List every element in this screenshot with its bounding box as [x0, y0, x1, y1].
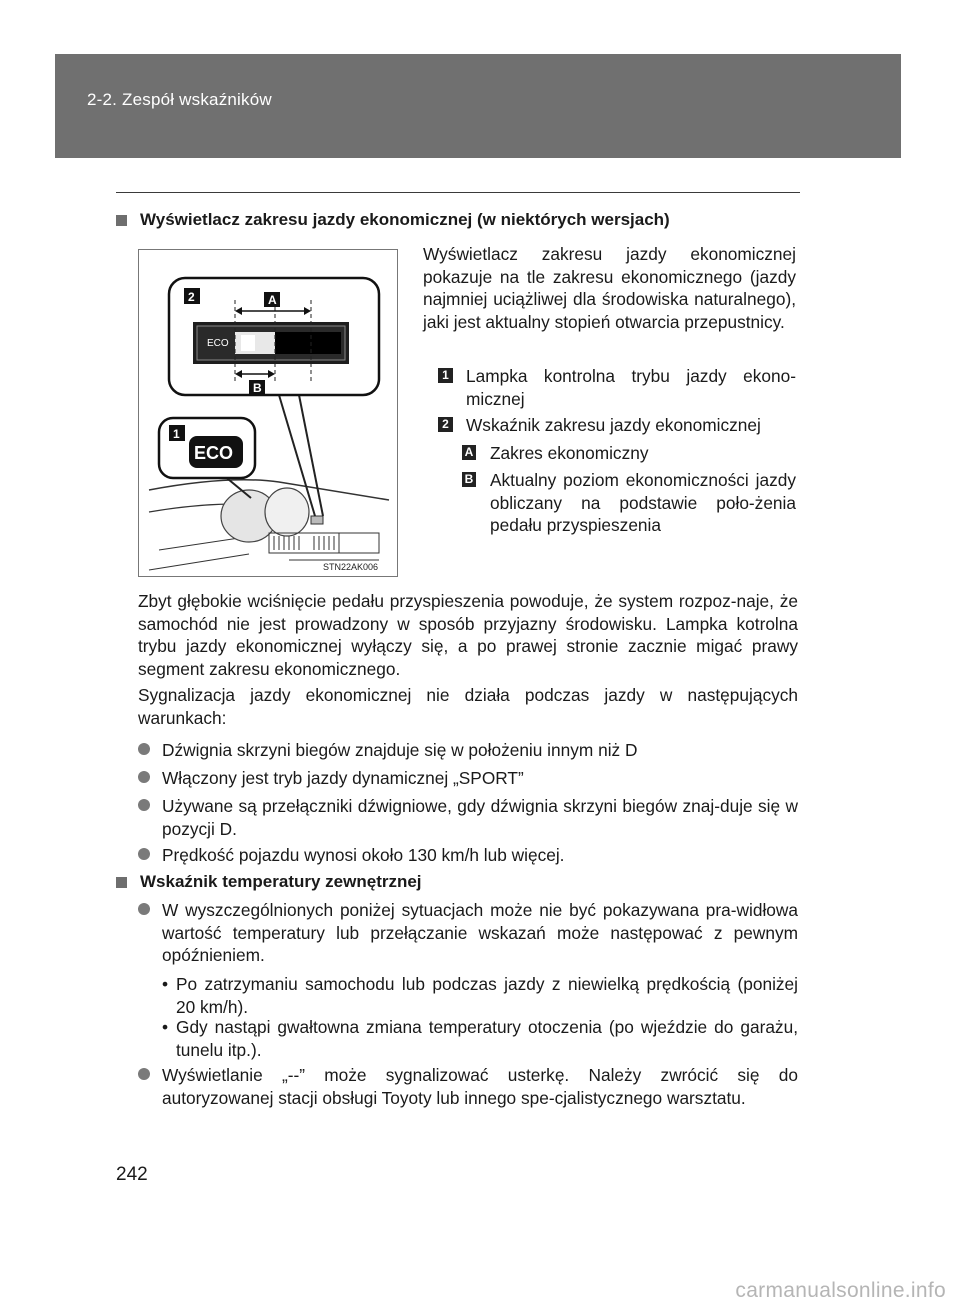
list-item: Włączony jest tryb jazdy dynamicznej „SP… — [138, 767, 798, 790]
eco-display-figure: ECO 2 A B 1 ECO STN22AK006 — [138, 249, 398, 577]
page-number: 242 — [116, 1164, 148, 1185]
legend-mark-2: 2 — [438, 417, 453, 432]
figure-mark-b: B — [253, 381, 262, 395]
legend-item-a: A Zakres ekonomiczny — [462, 442, 796, 465]
figure-mark-1: 1 — [173, 427, 180, 441]
square-bullet-icon — [116, 214, 127, 226]
square-bullet-icon — [116, 876, 127, 888]
figure-code: STN22AK006 — [323, 562, 378, 572]
list-item: W wyszczególnionych poniżej sytuacjach m… — [138, 899, 798, 967]
bullet-dot-icon — [138, 1068, 150, 1080]
figure-mark-2: 2 — [188, 290, 195, 304]
legend-mark-b: B — [462, 472, 476, 487]
figure-mark-a: A — [268, 293, 277, 307]
eco-paragraph-1: Zbyt głębokie wciśnięcie pedału przyspie… — [138, 591, 798, 679]
bullet-dot-icon — [138, 799, 150, 811]
list-item: Prędkość pojazdu wynosi około 130 km/h l… — [138, 844, 798, 867]
legend-item-1: 1 Lampka kontrolna trybu jazdy ekono-mic… — [438, 365, 796, 410]
sub-list-item: • Po zatrzymaniu samochodu lub podczas j… — [162, 974, 798, 1017]
sub-list-item: • Gdy nastąpi gwałtowna zmiana temperatu… — [162, 1017, 798, 1060]
legend-item-b: B Aktualny poziom ekonomiczności jazdy o… — [462, 469, 796, 537]
section-heading-eco: Wyświetlacz zakresu jazdy ekonomicznej (… — [116, 210, 670, 230]
bullet-dot-icon — [138, 848, 150, 860]
legend-text-a: Zakres ekonomiczny — [490, 443, 649, 463]
legend-mark-1: 1 — [438, 368, 453, 383]
legend-item-2: 2 Wskaźnik zakresu jazdy ekonomicznej — [438, 414, 796, 437]
bullet-dot-icon — [138, 743, 150, 755]
legend-mark-a: A — [462, 445, 476, 460]
eco-small-label: ECO — [207, 338, 229, 349]
eco-big-label: ECO — [194, 443, 233, 463]
section-heading-text: Wyświetlacz zakresu jazdy ekonomicznej (… — [140, 210, 670, 229]
sub-bullet-mark: • — [162, 974, 169, 994]
section-heading-temperature: Wskaźnik temperatury zewnętrznej — [116, 872, 422, 892]
legend-text-b: Aktualny poziom ekonomiczności jazdy obl… — [490, 470, 796, 535]
legend-text-2: Wskaźnik zakresu jazdy ekonomicznej — [466, 415, 761, 435]
bullet-dot-icon — [138, 771, 150, 783]
list-item: Dźwignia skrzyni biegów znajduje się w p… — [138, 739, 798, 762]
eco-intro-text: Wyświetlacz zakresu jazdy ekonomicznej p… — [423, 244, 796, 332]
bullet-dot-icon — [138, 903, 150, 915]
top-rule — [116, 192, 800, 193]
header-band — [55, 54, 901, 158]
list-item: Wyświetlanie „--” może sygnalizować uste… — [138, 1064, 798, 1109]
list-item: Używane są przełączniki dźwigniowe, gdy … — [138, 795, 798, 840]
sub-bullet-mark: • — [162, 1017, 169, 1037]
section-heading-text: Wskaźnik temperatury zewnętrznej — [140, 872, 422, 891]
chapter-title: 2-2. Zespół wskaźników — [87, 90, 272, 109]
eco-paragraph-2: Sygnalizacja jazdy ekonomicznej nie dzia… — [138, 685, 798, 728]
eco-dashboard-illustration: ECO 2 A B 1 ECO STN22AK006 — [148, 276, 390, 572]
watermark: carmanualsonline.info — [735, 1279, 946, 1302]
legend-text-1: Lampka kontrolna trybu jazdy ekono-miczn… — [466, 366, 796, 409]
